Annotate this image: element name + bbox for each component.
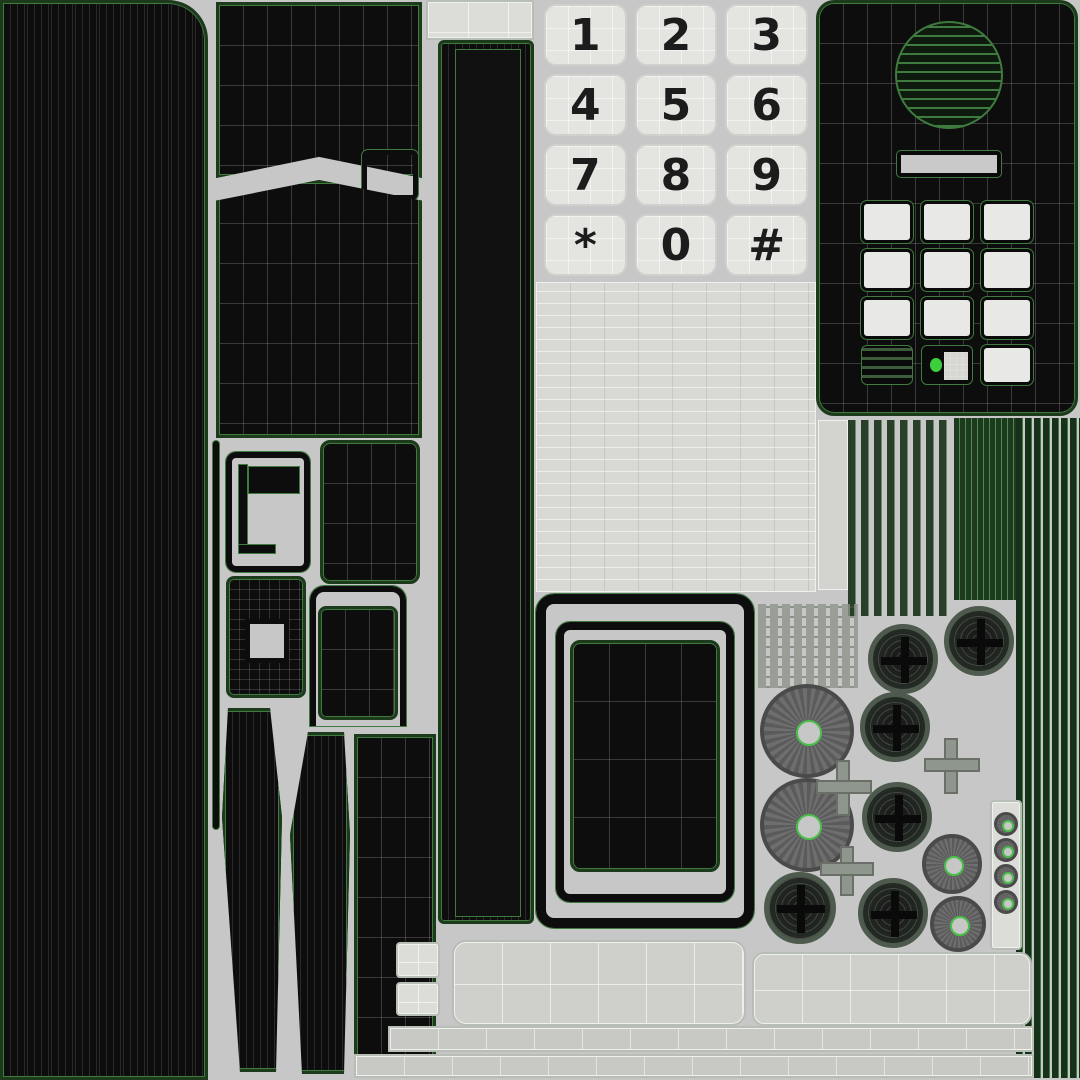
uv-light-rubber-strips	[536, 282, 816, 592]
uv-display-glass	[570, 640, 720, 872]
screw-head-icon	[764, 872, 836, 944]
uv-light-strip-b	[354, 1054, 1034, 1078]
uv-cross-piece	[820, 862, 874, 876]
uv-mount-plate-window	[245, 619, 289, 663]
key-6: 6	[725, 74, 808, 136]
panel-button-blank	[980, 344, 1034, 386]
uv-light-tray-a	[452, 940, 746, 1026]
rfid-grid-icon	[944, 352, 968, 380]
panel-button	[920, 296, 974, 340]
screw-head-icon	[862, 782, 932, 852]
small-ring	[994, 890, 1018, 914]
uv-light-strip-a	[388, 1026, 1034, 1052]
rfid-reader-icon	[921, 345, 973, 385]
uv-long-side-strip-inner	[455, 49, 521, 917]
key-8: 8	[634, 144, 718, 206]
key-hash: #	[725, 214, 808, 276]
uv-cross-piece	[816, 780, 872, 794]
uv-rod-bundle-a	[848, 420, 948, 616]
keypad-atlas: 1 2 3 4 5 6 7 8 9 * 0 #	[540, 0, 812, 280]
panel-button	[980, 248, 1034, 292]
uv-angled-strip-a	[222, 708, 282, 1072]
uv-l-bracket	[238, 464, 248, 554]
uv-panel-square-a	[320, 440, 420, 584]
display-window	[896, 150, 1002, 178]
small-ring	[994, 812, 1018, 836]
key-star: *	[544, 214, 627, 276]
panel-button	[860, 200, 914, 244]
uv-cross-piece	[924, 758, 980, 772]
key-7: 7	[544, 144, 627, 206]
uv-mount-plate	[226, 576, 306, 698]
small-ring	[994, 864, 1018, 888]
washer-small-a	[922, 834, 982, 894]
uv-panel-rect-c	[354, 734, 436, 1068]
key-3: 3	[725, 4, 808, 66]
uv-frame-arch	[309, 585, 407, 727]
rfid-led-icon	[930, 358, 942, 372]
uv-l-bracket-foot	[238, 544, 276, 554]
uv-shell-back-strip	[0, 0, 208, 1080]
uv-thin-rod	[212, 440, 220, 830]
uv-long-side-strip	[438, 40, 534, 924]
uv-angled-strip-b	[290, 732, 350, 1074]
panel-button	[980, 200, 1034, 244]
front-panel	[816, 0, 1078, 416]
screw-head-icon	[860, 692, 930, 762]
uv-shell-top-piece	[216, 2, 422, 178]
panel-button	[980, 296, 1034, 340]
uv-connector-block	[248, 466, 300, 494]
uv-small-fragments	[758, 604, 858, 688]
washer-large-b	[760, 778, 854, 872]
key-0: 0	[634, 214, 718, 276]
key-1: 1	[544, 4, 627, 66]
key-9: 9	[725, 144, 808, 206]
screw-head-icon	[858, 878, 928, 948]
uv-panel-square-b	[318, 606, 398, 720]
panel-button	[920, 200, 974, 244]
uv-light-tray-b	[752, 952, 1032, 1026]
speaker-grille-icon	[895, 21, 1003, 129]
washer-small-b	[930, 896, 986, 952]
uv-bracket-frame	[225, 451, 311, 573]
panel-button	[860, 296, 914, 340]
uv-light-square-b	[396, 982, 440, 1016]
screw-head-icon	[868, 624, 938, 694]
uv-light-scrap-top	[426, 0, 534, 40]
key-5: 5	[634, 74, 718, 136]
uv-shell-mid-piece	[216, 180, 422, 438]
key-2: 2	[634, 4, 718, 66]
small-ring	[994, 838, 1018, 862]
vent-slots-icon	[861, 345, 913, 385]
key-4: 4	[544, 74, 627, 136]
panel-button	[860, 248, 914, 292]
uv-light-scrap-right	[818, 420, 848, 590]
panel-button	[920, 248, 974, 292]
screw-head-icon	[944, 606, 1014, 676]
uv-light-square-a	[396, 942, 440, 978]
